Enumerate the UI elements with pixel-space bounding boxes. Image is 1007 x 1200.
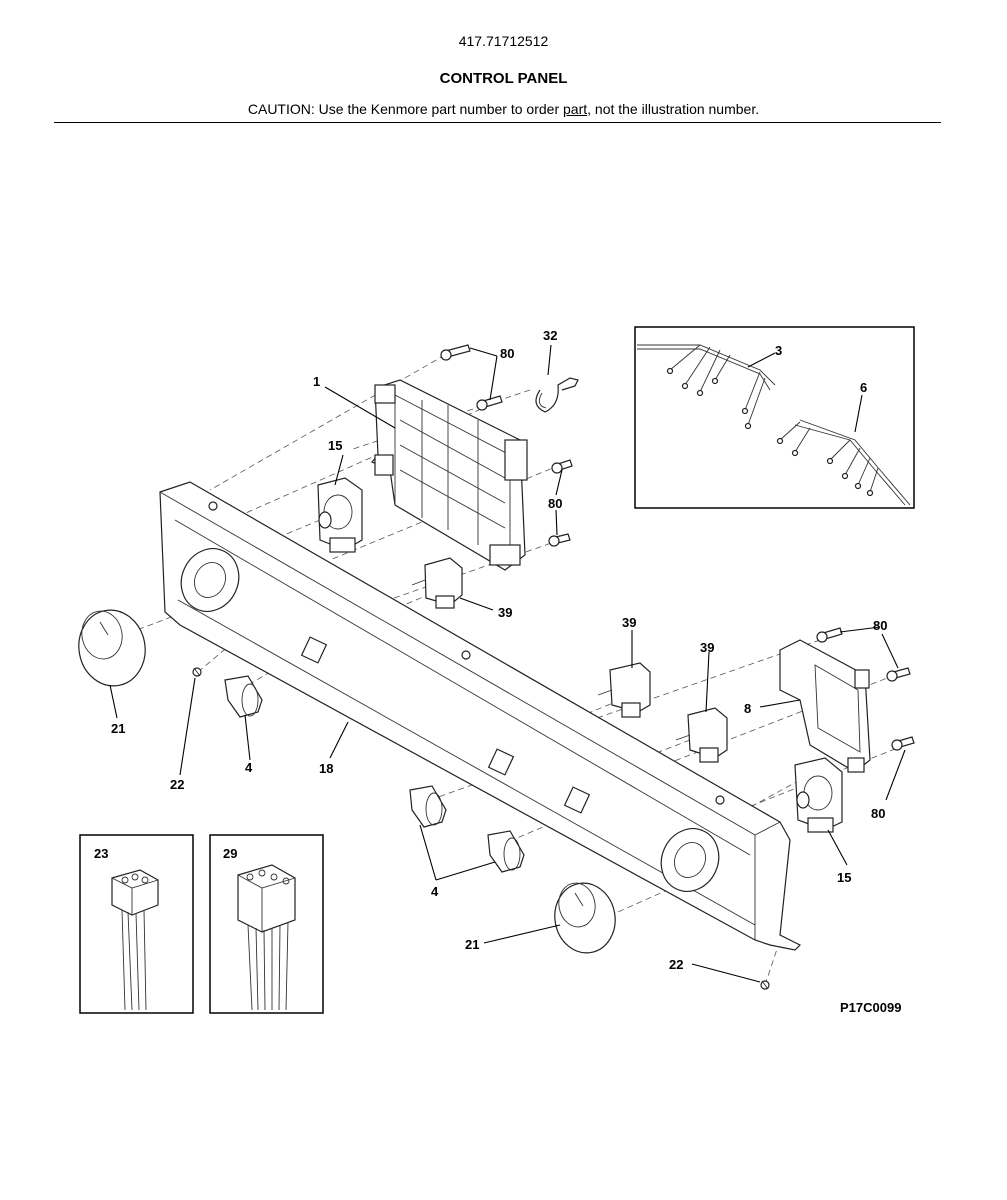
button-cap-a: [224, 675, 263, 718]
callout-80-top: 80: [500, 346, 514, 361]
callout-15-upper: 15: [328, 438, 342, 453]
large-knob-right: [554, 882, 616, 954]
callout-32: 32: [543, 328, 557, 343]
clip-left: [192, 667, 202, 677]
callout-80-bracket: 80: [873, 618, 887, 633]
callout-1: 1: [313, 374, 320, 389]
callout-39-middle: 39: [498, 605, 512, 620]
callout-4-bottom: 4: [431, 884, 439, 899]
callout-21-left: 21: [111, 721, 125, 736]
push-switch-right-a: [597, 662, 651, 718]
large-knob-left: [78, 609, 146, 687]
callout-3: 3: [775, 343, 782, 358]
model-number: 417.71712512: [458, 33, 549, 49]
callout-39-right-b: 39: [700, 640, 714, 655]
callout-21-right: 21: [465, 937, 479, 952]
callout-8: 8: [744, 701, 751, 716]
display-bracket: [779, 639, 871, 773]
connector-inset-29: [209, 834, 324, 1014]
part-link[interactable]: part: [563, 101, 588, 117]
page-title: CONTROL PANEL: [439, 70, 568, 87]
button-cap-b: [409, 785, 447, 828]
wire-harness-inset: [634, 326, 915, 509]
clip-right: [760, 980, 770, 990]
callout-18: 18: [319, 761, 333, 776]
button-cap-c: [487, 830, 525, 873]
caution-suffix: , not the illustration number.: [587, 101, 760, 117]
connector-inset-23: [79, 834, 194, 1014]
cable-tie: [535, 377, 579, 413]
callout-22-right: 22: [669, 957, 683, 972]
rotary-encoder-lower: [794, 757, 843, 833]
callout-80-board: 80: [548, 496, 562, 511]
callout-22-left: 22: [170, 777, 184, 792]
callout-29: 29: [223, 846, 237, 861]
callout-labels: 1 15 80 32 80 39 39 39 80 80 8 3 6 15 21…: [94, 328, 901, 1015]
caution-prefix: CAUTION: Use the Kenmore part number to …: [247, 101, 563, 117]
leader-lines: [109, 344, 906, 983]
control-panel-housing: [159, 481, 802, 951]
callout-80-lower: 80: [871, 806, 885, 821]
screw-group-right: [816, 627, 915, 751]
callout-6: 6: [860, 380, 867, 395]
main-control-board: [371, 379, 528, 571]
figure-code: P17C0099: [840, 1000, 901, 1015]
caution-text: CAUTION: Use the Kenmore part number to …: [0, 101, 1007, 117]
push-switch-right-b: [675, 707, 728, 763]
screw-group-upper: [440, 344, 573, 547]
push-switch-middle: [411, 557, 463, 609]
callout-4-left: 4: [245, 760, 253, 775]
header-rule: [54, 122, 941, 123]
callout-39-right-a: 39: [622, 615, 636, 630]
rotary-encoder-upper: [317, 477, 363, 553]
callout-23: 23: [94, 846, 108, 861]
callout-15-lower: 15: [837, 870, 851, 885]
